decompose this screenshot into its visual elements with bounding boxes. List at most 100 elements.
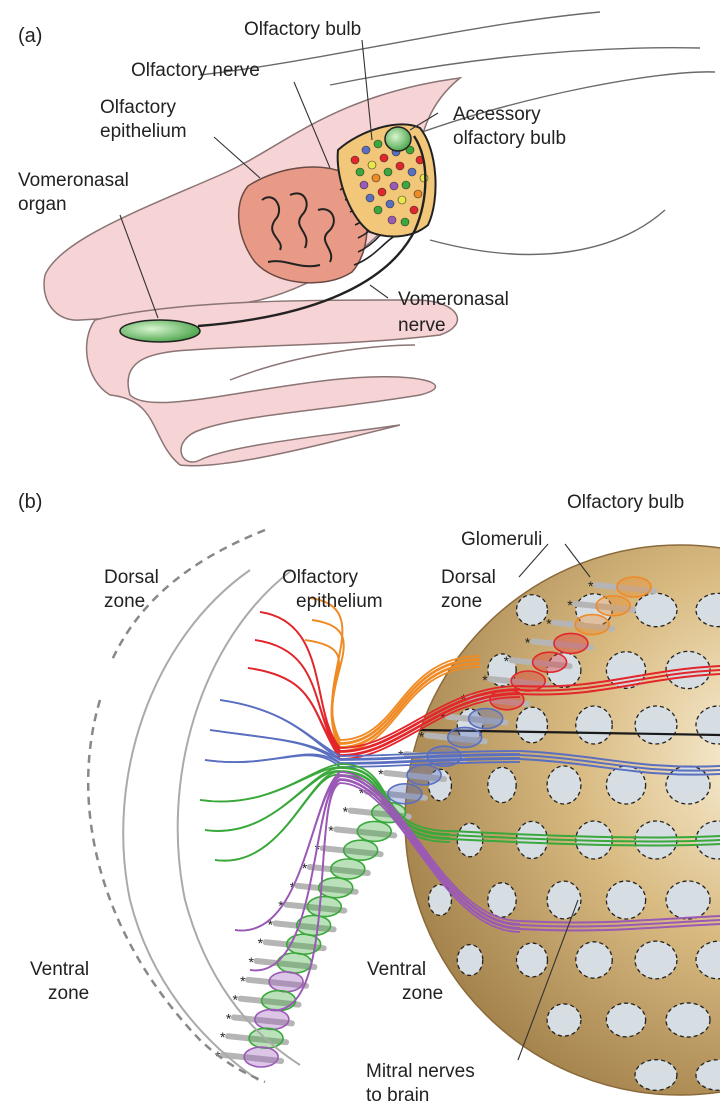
glomerulus (665, 880, 711, 920)
nasal-lower-shelf (85, 299, 459, 467)
mitral-output-fiber (519, 673, 720, 696)
epithelium-inner-edge (176, 569, 301, 1066)
support-cell (529, 638, 594, 651)
label-mitral-nerves-2: to brain (366, 1085, 429, 1106)
label-ventral-zone-right-2: zone (402, 983, 443, 1004)
cilia-marker: * (546, 616, 552, 632)
cilia-marker: * (504, 653, 510, 669)
cilia-marker: * (482, 672, 488, 688)
cilia-marker: * (343, 804, 349, 820)
glomerulus (634, 1059, 678, 1091)
epithelium-folds (261, 192, 335, 268)
glomerulus (487, 766, 517, 804)
axon-bundles (199, 597, 720, 1011)
label-ventral-zone-left-1: Ventral (30, 959, 89, 980)
glomerulus (695, 1059, 720, 1091)
label-olfactory-epithelium-b-2: epithelium (296, 591, 383, 612)
glomerulus (634, 940, 678, 980)
receptor-neuron (254, 1008, 290, 1031)
receptor-neuron (330, 858, 366, 880)
mitral-output-fiber (519, 669, 720, 692)
cilia-marker: * (359, 785, 365, 801)
label-olfactory-bulb-b: Olfactory bulb (567, 492, 684, 513)
label-vomeronasal-nerve-1: Vomeronasal (398, 289, 509, 310)
vomeronasal-organ-shape (119, 319, 201, 343)
support-cell (333, 826, 398, 839)
brain-outline (399, 71, 716, 141)
label-ventral-zone-left-2: zone (48, 983, 89, 1004)
cilia-marker: * (226, 1010, 232, 1026)
receptor-neuron (387, 782, 423, 805)
support-cell (319, 845, 384, 858)
olfactory-epithelium-tissue (237, 166, 368, 284)
glomerulus (456, 943, 484, 977)
panel-b-leader-lines (517, 543, 591, 1061)
accessory-olfactory-bulb (384, 126, 412, 152)
support-cell (551, 619, 616, 632)
skull-outer-outline (199, 11, 601, 76)
support-cell (508, 657, 573, 670)
cilia-marker: * (268, 916, 274, 932)
label-dorsal-zone-right-2: zone (441, 591, 482, 612)
palate-outline (429, 209, 666, 256)
glomerulus (634, 820, 678, 860)
nasal-inner-fold (229, 344, 416, 381)
label-olfactory-epithelium-b-1: Olfactory (282, 567, 359, 588)
receptor-neuron (553, 632, 589, 655)
support-cell (283, 901, 348, 914)
dorsal-ventral-divider (419, 728, 720, 737)
glomerulus (546, 1003, 582, 1037)
mitral-output-fiber (519, 923, 720, 932)
receptor-neuron (306, 895, 343, 918)
support-cell (383, 770, 448, 782)
mitral-output-fiber (449, 838, 720, 847)
label-mitral-nerves-1: Mitral nerves (366, 1061, 475, 1082)
cilia-marker: * (240, 973, 246, 989)
receptor-neuron (268, 970, 304, 993)
glomerulus (546, 880, 582, 920)
cilia-marker: * (378, 766, 384, 782)
support-cell (272, 920, 337, 933)
mitral-output-fiber (449, 830, 720, 839)
receptor-neuron (342, 839, 379, 862)
mitral-output-fiber (519, 919, 720, 928)
support-cell (572, 600, 637, 613)
glomeruli-grid (427, 592, 720, 1091)
glomerulus (575, 705, 613, 745)
receptor-neuron (467, 707, 504, 730)
receptor-neuron (510, 670, 547, 692)
receptor-neuron (595, 594, 632, 617)
receptor-neuron (531, 651, 568, 674)
receptor-neuron (406, 764, 442, 786)
support-cell (230, 1014, 295, 1027)
glomerulus (665, 765, 711, 805)
support-cell (253, 958, 318, 970)
skull-second-outline (329, 47, 701, 86)
panel-b: (b) ************************** Olfactory… (18, 491, 720, 1106)
label-dorsal-zone-right-1: Dorsal (441, 567, 496, 588)
support-cell (245, 976, 310, 989)
axon-fiber (219, 699, 521, 760)
support-cell (444, 713, 509, 726)
glomerulus (665, 1002, 711, 1038)
cilia-marker: * (233, 992, 239, 1008)
glomerulus (487, 882, 517, 918)
glomerulus (605, 1002, 647, 1038)
glomerulus (515, 706, 549, 744)
support-cell (294, 882, 359, 895)
label-vomeronasal-organ-1: Vomeronasal (18, 170, 129, 191)
receptor-neuron (574, 613, 610, 636)
ventral-zone-dashed-arc (86, 699, 266, 1084)
receptor-neuron (446, 726, 483, 749)
label-accessory-bulb-1: Accessory (453, 104, 541, 125)
cilia-marker: * (248, 954, 254, 970)
label-olfactory-epithelium-a-2: epithelium (100, 121, 187, 142)
label-vomeronasal-nerve-2: nerve (398, 315, 446, 336)
label-olfactory-bulb-a: Olfactory bulb (244, 19, 361, 40)
cilia-marker: * (328, 822, 334, 838)
support-cell (487, 676, 552, 688)
mitral-output-fiber (519, 758, 720, 776)
axon-fiber (269, 782, 521, 1011)
cilia-marker: * (419, 728, 425, 744)
support-cell (220, 1052, 285, 1064)
